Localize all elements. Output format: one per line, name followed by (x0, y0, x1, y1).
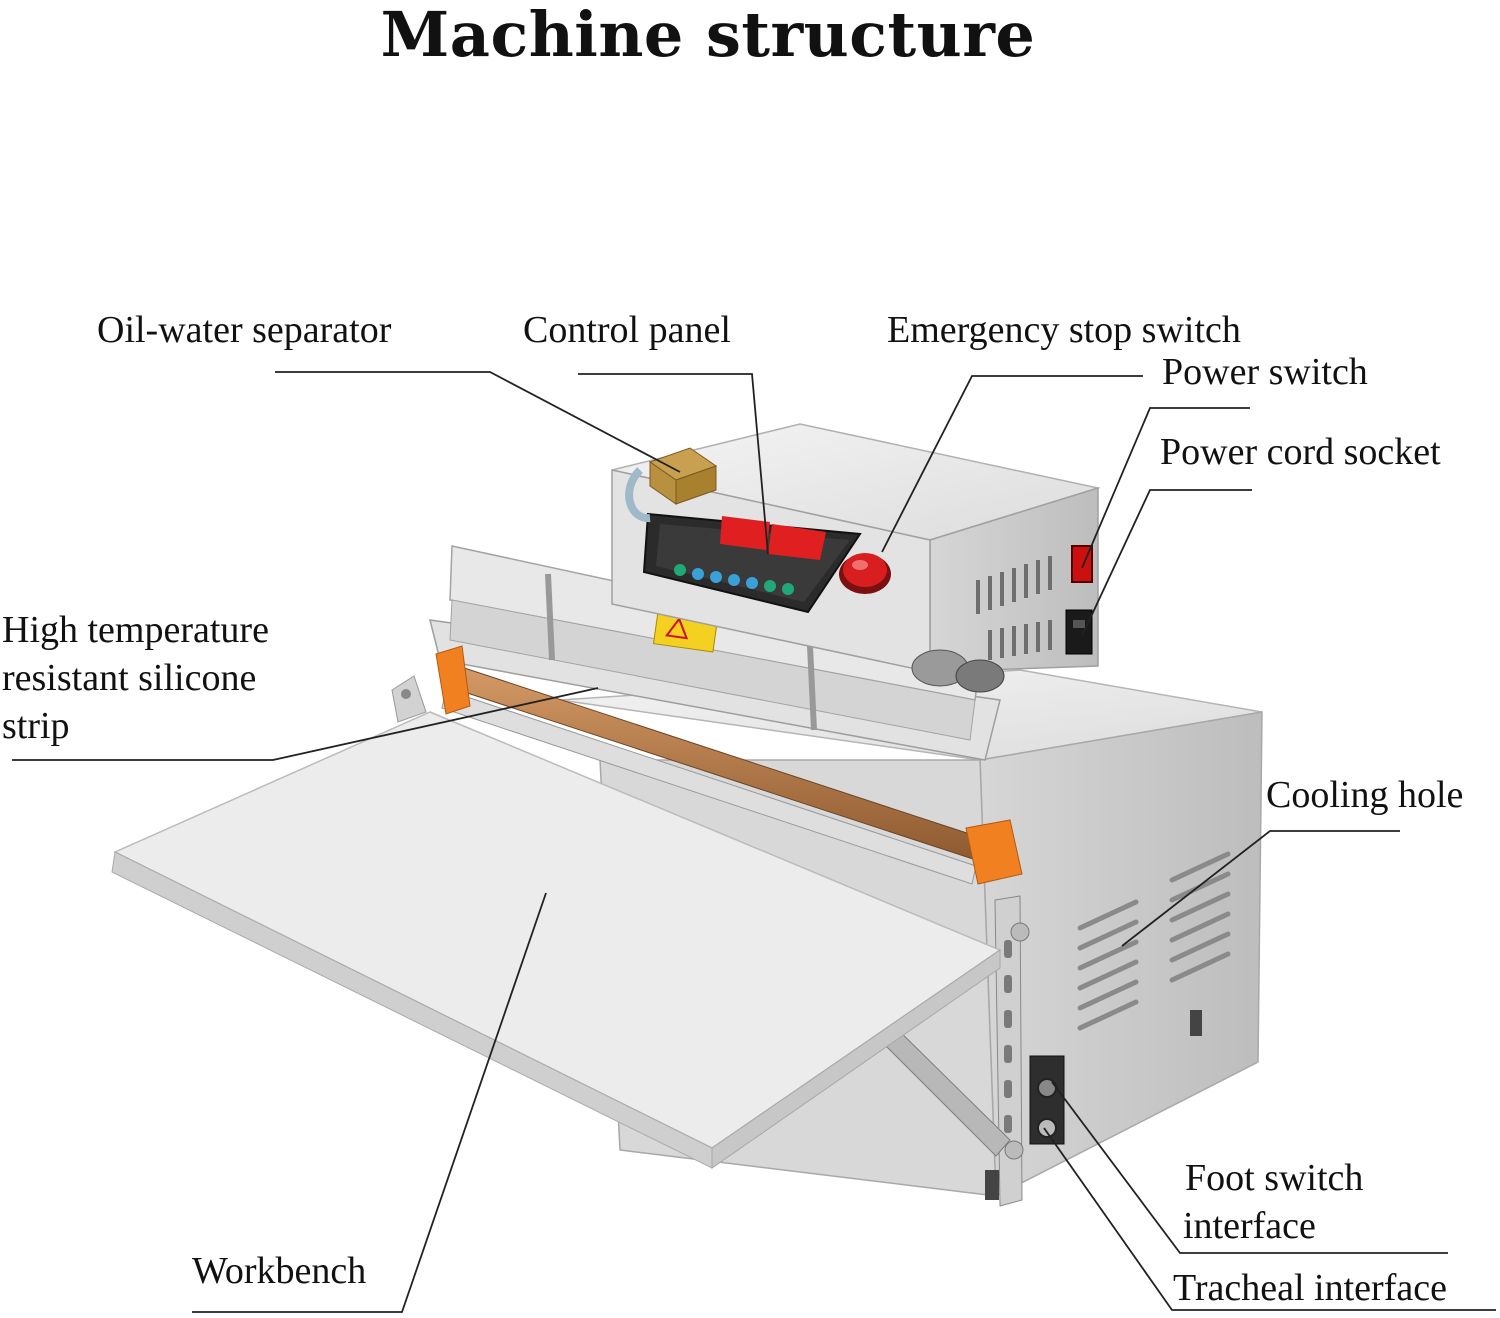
leader-cooling-hole (1121, 830, 1400, 947)
rear-motor (911, 649, 1005, 693)
end-cap-right (965, 819, 1023, 885)
label-emergency-stop-switch: Emergency stop switch (887, 309, 1241, 351)
leader-power-cord-socket (1081, 489, 1252, 637)
oil-water-separator (625, 447, 718, 522)
power-cord-socket (1065, 609, 1093, 655)
heating-bar (441, 689, 977, 885)
label-cooling-hole: Cooling hole (1266, 774, 1464, 816)
label-silicone-strip-line-1: High temperature (2, 609, 269, 651)
workbench-tray (111, 675, 1002, 1169)
support-bracket (871, 895, 1030, 1207)
label-silicone-strip-line-3: strip (2, 705, 70, 747)
cabinet-right-side (979, 711, 1263, 1198)
keypad (674, 564, 794, 595)
label-tracheal-interface: Tracheal interface (1173, 1267, 1447, 1309)
label-foot-switch-line-1: Foot switch (1185, 1157, 1364, 1199)
leader-foot-switch (1051, 1081, 1448, 1254)
foot-switch-connector (1037, 1078, 1057, 1098)
leader-silicone-strip (12, 687, 599, 761)
leader-control-panel (578, 373, 769, 555)
rear-connector-plate (1029, 1055, 1065, 1145)
label-control-panel: Control panel (523, 309, 731, 351)
time-display (768, 524, 826, 560)
leader-tracheal (1043, 1127, 1496, 1311)
label-oil-water-separator: Oil-water separator (97, 309, 392, 351)
sealing-bar-assembly (429, 545, 1023, 885)
leader-workbench (192, 892, 547, 1313)
tracheal-connector (1037, 1118, 1057, 1138)
leader-power-switch (1081, 407, 1250, 569)
leader-emergency-stop (881, 375, 1143, 553)
emergency-stop-button (839, 553, 891, 594)
label-power-cord-socket: Power cord socket (1160, 431, 1441, 473)
label-foot-switch-line-2: interface (1183, 1205, 1316, 1247)
temperature-display (720, 516, 770, 550)
end-cap-left (435, 645, 471, 715)
cabinet-foot (985, 1170, 999, 1200)
label-power-switch: Power switch (1162, 351, 1368, 393)
label-workbench: Workbench (192, 1250, 367, 1292)
leader-lines (12, 371, 1496, 1313)
page-title: Machine structure (380, 0, 1036, 71)
side-vents (976, 556, 1052, 660)
cooling-vents (1077, 851, 1231, 1031)
control-panel-face (642, 512, 862, 614)
leader-oil-water-separator (275, 371, 681, 473)
cabinet-foot-rear (1190, 1010, 1202, 1036)
label-silicone-strip-line-2: resistant silicone (2, 657, 257, 699)
